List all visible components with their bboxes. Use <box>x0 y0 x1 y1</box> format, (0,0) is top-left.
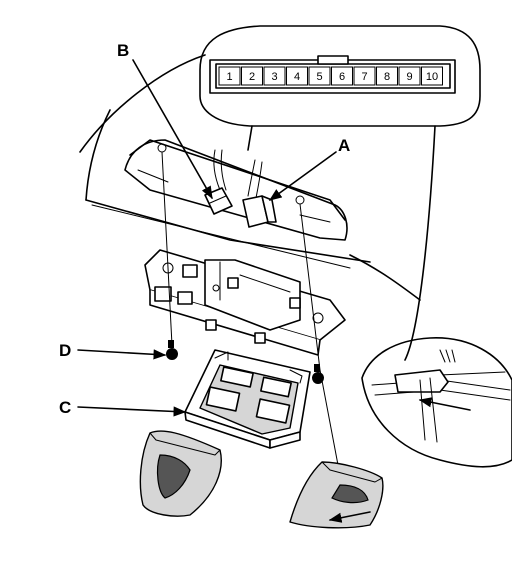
connector-pin-label: 2 <box>249 71 255 83</box>
screw-paths <box>161 151 339 466</box>
connector-pin-label: 6 <box>339 71 345 83</box>
connector-pin-label: 1 <box>226 71 232 83</box>
lens-right-arrow <box>328 511 371 523</box>
connector-pin-row: 1 2 3 4 5 6 7 8 9 10 <box>218 66 443 86</box>
connector-pin-label: 4 <box>294 71 300 83</box>
callout-a: A <box>338 136 350 155</box>
leader-arrows <box>77 59 337 417</box>
roof-recess <box>124 139 348 241</box>
lens-right <box>289 461 384 529</box>
connector-pin-cell <box>376 66 398 86</box>
connector-pin-cell <box>398 66 421 86</box>
screw-d-right <box>312 364 324 384</box>
connector-pin-label: 3 <box>271 71 277 83</box>
callout-b: B <box>117 41 129 60</box>
connector-pin-cell <box>286 66 308 86</box>
connector-pin-cell <box>218 66 241 86</box>
callout-d: D <box>59 341 71 360</box>
screw-d-left <box>166 340 178 360</box>
connector-pin-cell <box>263 66 286 86</box>
connector-pin-cell <box>241 66 263 86</box>
detail-circle <box>361 337 512 468</box>
connector-pin-cell <box>331 66 353 86</box>
overhead-console-c <box>184 349 311 449</box>
connector-pin-cell <box>421 66 443 86</box>
connector-a <box>242 159 277 228</box>
connector-pin-label: 10 <box>426 71 438 83</box>
callout-c: C <box>59 398 71 417</box>
connector-pin-cell <box>308 66 331 86</box>
connector-pin-label: 8 <box>384 71 390 83</box>
lens-left <box>139 430 222 517</box>
connector-pin-label: 7 <box>361 71 367 83</box>
console-bracket <box>144 249 346 356</box>
connector-pin-label: 5 <box>316 71 322 83</box>
connector-pin-cell <box>353 66 376 86</box>
connector-pin-label: 9 <box>406 71 412 83</box>
